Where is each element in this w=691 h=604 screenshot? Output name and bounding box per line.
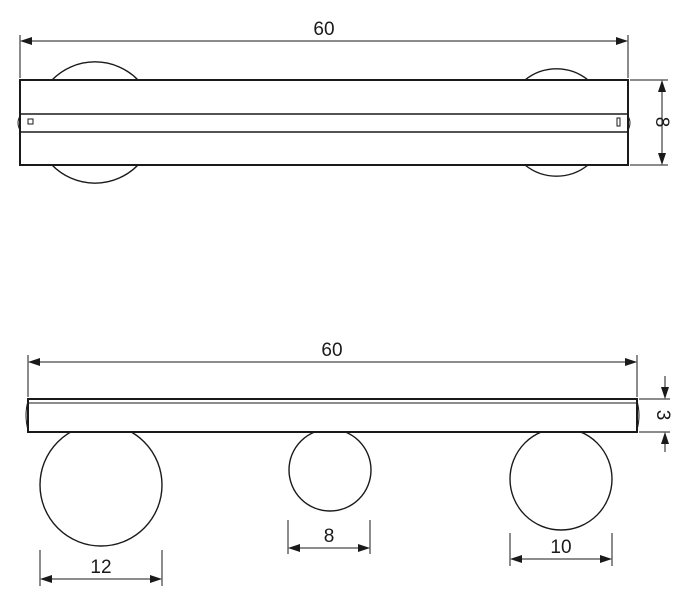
top-right-globe-lower [524, 164, 589, 177]
top-bar-body [19, 79, 629, 166]
front-length-label: 60 [321, 340, 342, 361]
top-right-globe-upper [524, 68, 589, 81]
front-bar-body [27, 398, 638, 433]
top-length-label: 60 [313, 19, 334, 40]
front-globe-large [39, 423, 163, 547]
top-bar-left-marker [27, 118, 34, 125]
top-bar-right-endcap [627, 115, 631, 131]
top-bar-right-marker [616, 117, 621, 127]
front-view: 60 3 12 8 10 [25, 340, 673, 586]
front-globe-small [288, 428, 372, 512]
top-left-globe-upper [51, 61, 139, 81]
front-thickness-label: 3 [652, 410, 673, 421]
front-globe-medium [509, 427, 613, 531]
top-left-globe-lower [51, 164, 139, 184]
globe-large-diameter-label: 12 [90, 557, 111, 578]
top-bar-left-endcap [17, 115, 21, 131]
globe-small-diameter-label: 8 [324, 526, 335, 547]
front-bar-right-endcap [636, 400, 640, 431]
front-bar-left-endcap [25, 400, 29, 431]
top-view: 60 8 [17, 19, 672, 184]
top-depth-label: 8 [651, 117, 672, 128]
globe-medium-diameter-label: 10 [550, 537, 571, 558]
